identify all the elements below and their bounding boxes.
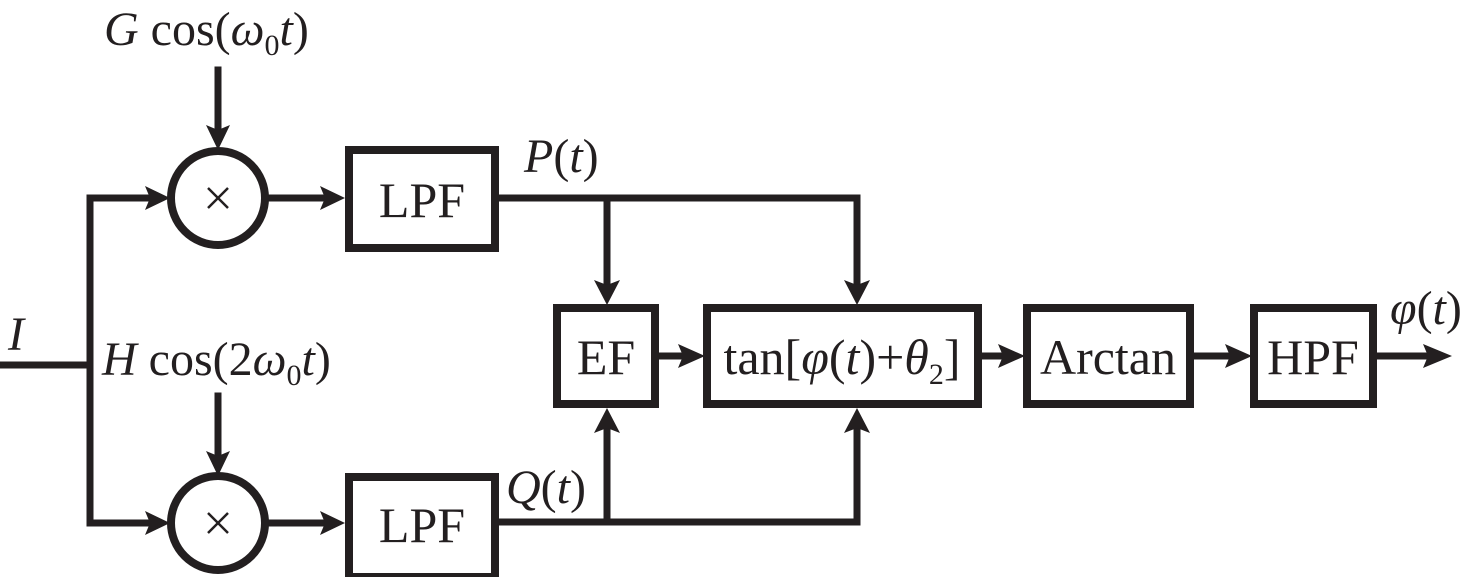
- output-signal-label: φ(t): [1390, 282, 1462, 335]
- arrow-lpf-bottom: [320, 511, 345, 535]
- tan-block: tan[φ(t)+θ2]: [703, 304, 982, 408]
- q-signal-label: Q(t): [506, 461, 586, 514]
- lpf-bottom-block: LPF: [345, 473, 499, 577]
- arrow-arctan-hpf: [1225, 344, 1252, 368]
- arrow-q-to-ef: [594, 408, 620, 433]
- lpf-top-block: LPF: [345, 146, 499, 252]
- ef-label: EF: [577, 329, 635, 385]
- output-arrow: [1423, 344, 1452, 368]
- arrow-lpf-top: [320, 186, 345, 210]
- hpf-label: HPF: [1267, 329, 1359, 385]
- arrow-ref-top: [206, 125, 230, 150]
- tan-label: tan[φ(t)+θ2]: [723, 329, 960, 391]
- arrow-ref-bottom: [206, 451, 230, 476]
- mixer-top: [167, 147, 269, 249]
- input-label: I: [7, 308, 26, 361]
- arctan-block: Arctan: [1023, 304, 1194, 408]
- ef-block: EF: [553, 304, 659, 408]
- lpf-bottom-label: LPF: [379, 497, 465, 553]
- arrow-ef-tan: [678, 344, 705, 368]
- arrow-q-to-tan: [844, 408, 870, 433]
- arrow-p-to-ef: [594, 280, 620, 305]
- lpf-top-label: LPF: [379, 172, 465, 228]
- arrow-to-mixer-top: [145, 186, 170, 210]
- p-signal-label: P(t): [523, 130, 599, 183]
- arrow-to-mixer-bottom: [145, 511, 170, 535]
- arrow-p-to-tan: [844, 280, 870, 305]
- arctan-label: Arctan: [1040, 329, 1176, 385]
- arrow-tan-arctan: [998, 344, 1025, 368]
- hpf-block: HPF: [1250, 304, 1377, 408]
- mixer-bottom: [167, 472, 269, 574]
